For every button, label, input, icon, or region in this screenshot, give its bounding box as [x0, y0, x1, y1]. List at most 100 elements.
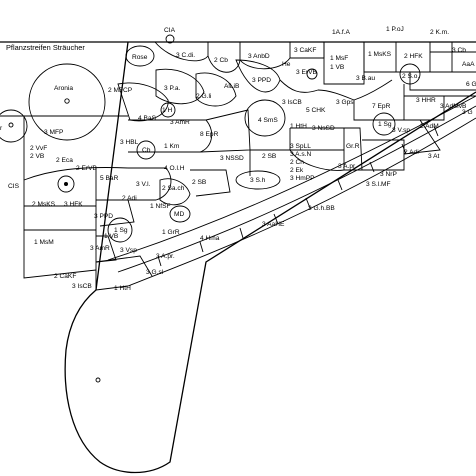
plant-label-msf: 1 MsF [330, 55, 348, 62]
plant-label-r-edge: r [0, 125, 3, 132]
bed-cb3 [430, 42, 476, 73]
plant-label-hbl: 3 HBL [120, 139, 139, 146]
plant-label-vb-left: 2 VB [30, 153, 45, 160]
ervb-top-circle [306, 68, 318, 80]
plant-label-ervb-top: 3 ErVB [296, 69, 317, 76]
sg-right-circle [372, 112, 396, 136]
bed-iscb-low [95, 285, 129, 291]
plant-label-ervb: 2 ErVB [76, 165, 97, 172]
plant-label-bar: 5 BaR [100, 175, 119, 182]
plant-label-poj: 1 P.oJ [386, 26, 404, 33]
plant-label-sg: 1 Sg [114, 227, 128, 234]
bed-iscb [279, 79, 319, 93]
plant-label-vsp: 3 Vsp [120, 247, 137, 254]
plant-label-nrp: 3 NrP [380, 171, 397, 178]
plant-label-hfk-top: 2 HFK [404, 53, 423, 60]
plant-label-cakf: 2 CaKF [54, 273, 76, 280]
plant-label-vsp-r: 3 V.sp [392, 127, 410, 134]
bed-amr [95, 255, 153, 277]
plant-label-vvf: 2 VvF [30, 145, 47, 152]
plant-label-cis: CIS [8, 183, 20, 190]
plant-label-cia: CIA [164, 27, 176, 34]
bed-pa [155, 68, 205, 105]
bed-hhr [404, 95, 445, 121]
plant-label-apr-right: 3 A.pr. [338, 163, 357, 170]
cis-center-dot [64, 182, 68, 186]
plant-label-iscb: 3 IsCB [282, 99, 302, 106]
plant-label-msm: 1 MsM [34, 239, 54, 246]
path-band-inner [117, 105, 476, 273]
md-circle [169, 205, 191, 223]
plant-label-afa: 1A.f.A [332, 29, 351, 36]
path-band-outer [107, 95, 476, 261]
plant-label-amr-top: 3 AmR [170, 119, 190, 126]
plant-label-g-edge: 3 G [462, 109, 473, 116]
plant-label-cb3: 3 Cb [452, 47, 466, 54]
plant-label-msks: 2 MsKS [32, 201, 56, 208]
plant-label-nssd-top: 3 NsSD [312, 125, 335, 132]
bed-vl [128, 167, 172, 201]
plant-label-olh: 4 O.l.H [164, 165, 185, 172]
plant-label-slmf: 3 S.l.MF [366, 181, 391, 188]
bed-epr [199, 109, 251, 153]
plant-label-sach: 2 Sa.ch [162, 185, 185, 192]
plant-label-mfcp: 2 MFCP [108, 87, 133, 94]
plant-label-grr: 1 GrR [162, 229, 180, 236]
plant-label-bas: 4 BaS [138, 115, 157, 122]
plant-label-admvb: 3 AdMvB [440, 103, 467, 110]
bed-admm [403, 119, 441, 155]
plant-label-epr: 8 EpR [200, 131, 219, 138]
plant-label-anbd: 3 AnbD [248, 53, 270, 60]
plant-label-cdi: 3 C.di. [176, 52, 195, 59]
bed-gli [195, 72, 237, 107]
bed-msm [23, 230, 97, 279]
so-circle [399, 63, 421, 85]
plant-label-adi: 2 Adi [122, 195, 137, 202]
plant-label-gsl: 3 G.sl [146, 269, 164, 276]
bed-gps [317, 79, 393, 101]
plant-label-sb: 2 SB [192, 179, 207, 186]
plant-label-vb-top: 1 VB [330, 64, 345, 71]
plant-label-at: 3 At [428, 153, 440, 160]
planting-strip-heading: Pflanzstreifen Sträucher [6, 43, 85, 52]
plant-label-grr-right: Gr.R [346, 143, 360, 150]
plant-label-he: He [282, 61, 291, 68]
plant-label-rose: Rose [132, 54, 148, 61]
plant-label-admm: 2 AdM [420, 123, 439, 130]
plant-label-km: 2 K.m. [430, 29, 449, 36]
plant-label-msks-top: 1 MsKS [368, 51, 392, 58]
bed-grr-right [344, 127, 363, 171]
plant-label-hhr: 3 HHR [416, 97, 436, 104]
plant-label-bau: 3 B.au [356, 75, 375, 82]
bed-gpd [409, 72, 476, 91]
aronia-center-marker [64, 98, 70, 104]
sms-circle [244, 99, 286, 137]
plant-label-vl: 3 V.l. [136, 181, 151, 188]
plant-label-gps: 3 Gps [336, 99, 354, 106]
plant-label-hmpp: 3 HmPP [290, 175, 315, 182]
plant-label-aaa: AaA [462, 61, 475, 68]
bed-anbd [239, 42, 291, 70]
plant-label-cb-c: Cb [142, 147, 151, 154]
path-ticks [157, 125, 439, 267]
plant-label-apr: 3 A.pr. [156, 253, 175, 260]
cis-circle [57, 175, 75, 193]
plant-label-gli: 2 G.li [196, 93, 212, 100]
left-bed-split [23, 167, 129, 181]
bed-msks [363, 42, 397, 73]
bed-epr-right [353, 84, 405, 121]
cb-circle [136, 140, 156, 160]
plant-label-sb-top: 2 SB [262, 153, 277, 160]
plant-label-h1: 1 H [162, 107, 172, 114]
bed-nssd-top [290, 127, 345, 151]
bed-sb [190, 169, 231, 197]
center-marker [95, 377, 101, 383]
plant-label-asn: 3 A.s.N [290, 151, 311, 158]
plant-label-nfsf: 1 NfSF [150, 203, 171, 210]
bed-adi [96, 199, 135, 227]
plant-label-md: MD [174, 211, 184, 218]
plant-label-cn: 2 Cn [290, 159, 304, 166]
